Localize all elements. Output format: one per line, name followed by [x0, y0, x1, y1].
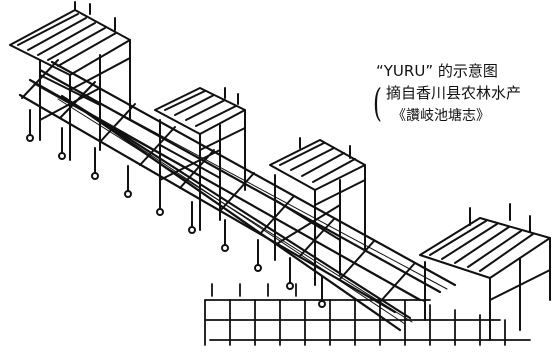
caption-bracket: (	[372, 81, 382, 125]
caption-title: “YURU” 的示意图	[376, 62, 498, 80]
support-pegs	[26, 109, 326, 308]
foundation-blocks	[204, 283, 531, 346]
outlet-hut	[419, 203, 551, 341]
sluice-tower-1	[9, 1, 131, 161]
sluice-tower-3	[269, 137, 366, 286]
caption-book-title: 《讚岐池塘志》	[392, 108, 490, 124]
sluice-tower-2	[154, 87, 246, 231]
caption-source: 摘自香川县农林水产	[386, 84, 522, 102]
